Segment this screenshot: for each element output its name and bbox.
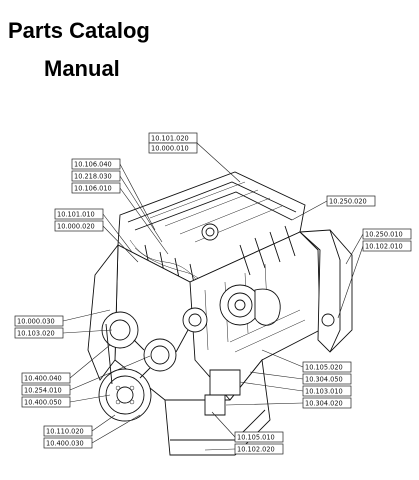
svg-text:10.102.020: 10.102.020: [237, 446, 275, 454]
part-label: 10.103.020: [14, 327, 64, 339]
svg-text:10.400.030: 10.400.030: [46, 440, 84, 448]
svg-text:10.254.010: 10.254.010: [24, 387, 62, 395]
part-label: 10.102.010: [362, 240, 412, 252]
svg-text:10.106.040: 10.106.040: [74, 161, 112, 169]
part-label: 10.304.050: [302, 373, 352, 385]
svg-text:10.304.050: 10.304.050: [305, 376, 343, 384]
part-label: 10.304.020: [302, 397, 352, 409]
part-label: 10.254.010: [21, 384, 71, 396]
title-line-1: Parts Catalog: [8, 18, 150, 43]
part-label: 10.218.030: [71, 170, 121, 182]
part-label: 10.400.050: [21, 396, 71, 408]
part-label: 10.400.040: [21, 372, 71, 384]
part-label: 10.101.020: [148, 132, 198, 144]
svg-text:10.400.050: 10.400.050: [24, 399, 62, 407]
part-label: 10.250.020: [326, 195, 376, 207]
svg-text:10.400.040: 10.400.040: [24, 375, 62, 383]
part-label: 10.106.010: [71, 182, 121, 194]
part-label: 10.103.010: [302, 385, 352, 397]
svg-text:10.103.020: 10.103.020: [17, 330, 55, 338]
part-label: 10.250.010: [362, 228, 412, 240]
svg-text:10.000.020: 10.000.020: [57, 223, 95, 231]
part-label: 10.110.020: [43, 425, 93, 437]
part-label: 10.105.020: [302, 361, 352, 373]
svg-text:10.102.010: 10.102.010: [365, 243, 403, 251]
svg-text:10.000.030: 10.000.030: [17, 318, 55, 326]
part-label: 10.106.040: [71, 158, 121, 170]
svg-text:10.218.030: 10.218.030: [74, 173, 112, 181]
part-label: 10.000.020: [54, 220, 104, 232]
svg-text:10.110.020: 10.110.020: [46, 428, 84, 436]
svg-text:10.000.010: 10.000.010: [151, 145, 189, 153]
svg-text:10.103.010: 10.103.010: [305, 388, 343, 396]
leader-lines: [62, 142, 364, 451]
part-label: 10.105.010: [234, 431, 284, 443]
svg-text:10.106.010: 10.106.010: [74, 185, 112, 193]
svg-text:10.304.020: 10.304.020: [305, 400, 343, 408]
svg-text:10.101.020: 10.101.020: [151, 135, 189, 143]
part-label: 10.101.010: [54, 208, 104, 220]
svg-text:10.101.010: 10.101.010: [57, 211, 95, 219]
part-label: 10.000.030: [14, 315, 64, 327]
engine-illustration: [87, 171, 353, 456]
svg-text:10.105.020: 10.105.020: [305, 364, 343, 372]
part-labels: 10.101.020 10.000.010 10.106.040 10.218.…: [14, 132, 412, 455]
svg-text:10.250.020: 10.250.020: [329, 198, 367, 206]
part-label: 10.400.030: [43, 437, 93, 449]
title-line-2: Manual: [44, 56, 120, 81]
svg-text:10.250.010: 10.250.010: [365, 231, 403, 239]
part-label: 10.102.020: [234, 443, 284, 455]
svg-text:10.105.010: 10.105.010: [237, 434, 275, 442]
part-label: 10.000.010: [148, 142, 198, 154]
